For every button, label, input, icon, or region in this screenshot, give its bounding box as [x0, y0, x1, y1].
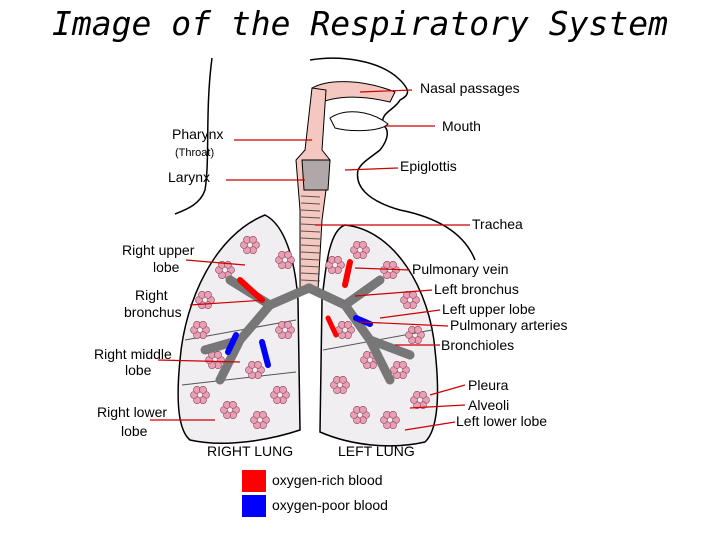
alveolus — [284, 320, 292, 329]
label-pharynx: Pharynx — [172, 126, 223, 142]
pointer-lines — [150, 89, 470, 431]
label-right-lower-lobe-2: lobe — [121, 423, 148, 439]
alveolus — [389, 260, 397, 269]
trachea-ring — [300, 237, 321, 240]
blood-vessels — [225, 259, 373, 368]
trachea-ring — [300, 272, 321, 275]
right-lung — [177, 214, 301, 445]
alveolus — [334, 255, 342, 264]
alveolus — [359, 405, 367, 414]
alveolus — [389, 410, 397, 419]
airway — [295, 87, 331, 291]
legend-item-oxygen-rich: oxygen-rich blood — [242, 470, 442, 492]
alveolus — [229, 400, 237, 409]
legend-swatch-oxygen-poor — [242, 495, 266, 517]
trachea-ring — [300, 279, 321, 282]
label-right-middle-lobe-2: lobe — [125, 362, 152, 378]
legend-item-oxygen-poor: oxygen-poor blood — [242, 495, 442, 517]
label-left-lung: LEFT LUNG — [338, 443, 415, 459]
alveolus — [344, 320, 352, 329]
alveolus — [254, 360, 262, 369]
label-larynx: Larynx — [168, 169, 210, 185]
alveolus — [284, 251, 292, 259]
label-right-lower-lobe-1: Right lower — [97, 404, 167, 420]
label-throat: (Throat) — [175, 147, 214, 159]
alveoli-clusters — [190, 236, 430, 430]
alveolus — [199, 385, 207, 394]
label-right-upper-lobe-2: lobe — [153, 259, 180, 275]
trachea-ring — [300, 216, 321, 219]
label-pleura: Pleura — [468, 377, 509, 393]
legend-label-oxygen-rich: oxygen-rich blood — [272, 472, 383, 488]
alveolus — [224, 260, 232, 269]
label-right-middle-lobe-1: Right middle — [94, 346, 172, 362]
alveolus — [204, 290, 212, 299]
alveolus — [339, 375, 347, 384]
label-alveoli: Alveoli — [468, 397, 509, 413]
nasal-cavity — [311, 81, 396, 132]
alveolus — [199, 320, 207, 329]
trachea-ring — [300, 195, 321, 198]
label-right-bronchus-2: bronchus — [124, 304, 182, 320]
legend-swatch-oxygen-rich — [242, 470, 266, 492]
trachea-ring — [300, 265, 321, 268]
alveolus — [409, 290, 417, 299]
label-left-upper-lobe: Left upper lobe — [442, 301, 536, 317]
trachea-ring — [300, 258, 321, 261]
alveolus — [259, 410, 267, 419]
alveolus — [399, 360, 407, 369]
body-outline — [174, 57, 476, 261]
alveolus — [419, 390, 427, 399]
slide-title: Image of the Respiratory System — [52, 4, 668, 43]
label-pulmonary-vein: Pulmonary vein — [412, 261, 509, 277]
alveolus — [249, 236, 257, 244]
label-epiglottis: Epiglottis — [400, 158, 457, 174]
label-right-lung: RIGHT LUNG — [207, 443, 293, 459]
legend-label-oxygen-poor: oxygen-poor blood — [272, 497, 388, 513]
label-left-bronchus: Left bronchus — [434, 281, 519, 297]
label-nasal-passages: Nasal passages — [420, 80, 520, 96]
trachea-ring — [300, 202, 321, 205]
trachea-rings — [300, 195, 321, 282]
label-bronchioles: Bronchioles — [441, 337, 514, 353]
label-left-lower-lobe: Left lower lobe — [456, 413, 547, 429]
alveolus — [214, 350, 222, 359]
alveolus — [279, 385, 287, 394]
larynx-shape — [301, 159, 331, 191]
trachea-ring — [300, 251, 321, 254]
label-pulmonary-arteries: Pulmonary arteries — [450, 317, 568, 333]
label-mouth: Mouth — [442, 118, 481, 134]
trachea-ring — [300, 244, 321, 247]
label-right-upper-lobe-1: Right upper — [122, 242, 195, 258]
alveolus — [414, 325, 422, 334]
label-trachea: Trachea — [472, 216, 523, 232]
trachea-ring — [300, 209, 321, 212]
alveolus — [359, 241, 367, 249]
label-right-bronchus-1: Right — [135, 287, 168, 303]
trachea-ring — [300, 230, 321, 233]
